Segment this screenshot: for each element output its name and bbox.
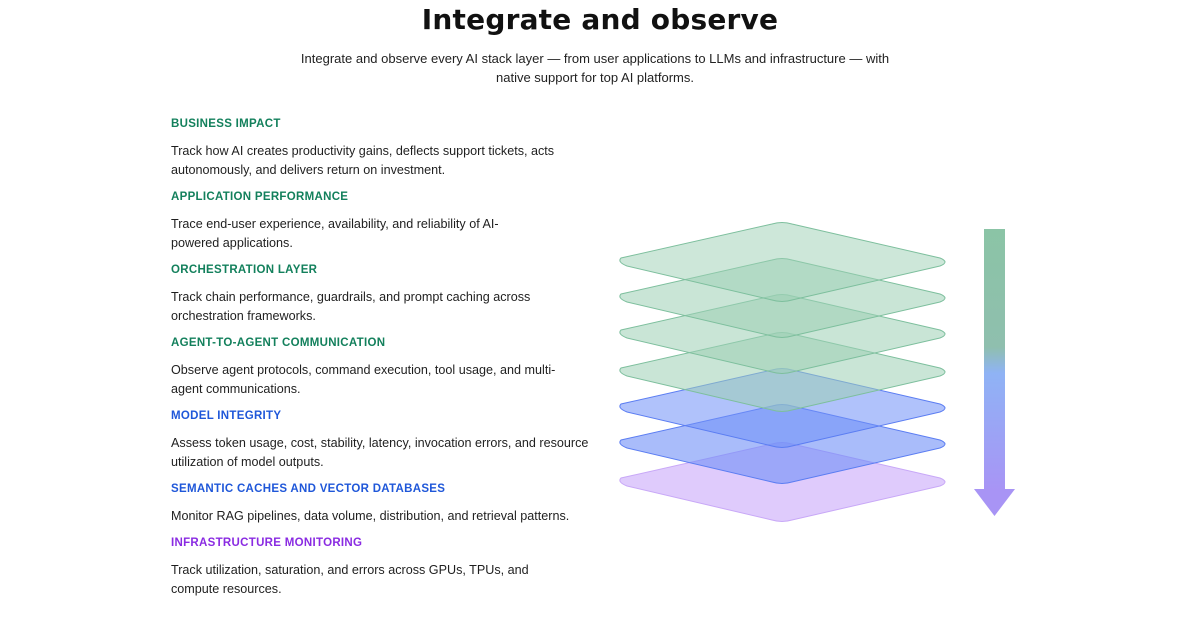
section-text: Track how AI creates productivity gains,… bbox=[171, 144, 555, 177]
section-text: Trace end-user experience, availability,… bbox=[171, 217, 499, 250]
section-heading: BUSINESS IMPACT bbox=[171, 118, 281, 130]
section-model-integrity: MODEL INTEGRITY Assess token usage, cost… bbox=[171, 408, 591, 472]
arrow-shaft-icon bbox=[984, 229, 1005, 491]
section-orchestration-layer: ORCHESTRATION LAYER Track chain performa… bbox=[171, 262, 591, 326]
section-text: Assess token usage, cost, stability, lat… bbox=[171, 436, 589, 469]
layer-application-icon bbox=[619, 258, 946, 338]
section-semantic-caches: SEMANTIC CACHES AND VECTOR DATABASES Mon… bbox=[171, 481, 591, 526]
page-subtitle: Integrate and observe every AI stack lay… bbox=[300, 51, 890, 85]
section-text: Observe agent protocols, command executi… bbox=[171, 363, 556, 396]
layer-infrastructure-icon bbox=[619, 442, 946, 522]
layer-business-icon bbox=[619, 222, 946, 302]
section-agent-communication: AGENT-TO-AGENT COMMUNICATION Observe age… bbox=[171, 335, 591, 399]
section-heading: MODEL INTEGRITY bbox=[171, 410, 282, 422]
section-text: Monitor RAG pipelines, data volume, dist… bbox=[171, 509, 570, 523]
layer-list: BUSINESS IMPACT Track how AI creates pro… bbox=[171, 116, 591, 608]
section-heading: APPLICATION PERFORMANCE bbox=[171, 191, 349, 203]
section-text: Track utilization, saturation, and error… bbox=[171, 563, 529, 596]
arrow-down-icon bbox=[974, 489, 1015, 516]
section-infrastructure-monitoring: INFRASTRUCTURE MONITORING Track utilizat… bbox=[171, 535, 591, 599]
section-heading: AGENT-TO-AGENT COMMUNICATION bbox=[171, 337, 386, 349]
section-heading: INFRASTRUCTURE MONITORING bbox=[171, 537, 363, 549]
layer-orchestration-icon bbox=[619, 294, 946, 374]
layer-semantic-caches-icon bbox=[619, 404, 946, 484]
layer-model-integrity-icon bbox=[619, 368, 946, 448]
section-business-impact: BUSINESS IMPACT Track how AI creates pro… bbox=[171, 116, 591, 180]
section-application-performance: APPLICATION PERFORMANCE Trace end-user e… bbox=[171, 189, 591, 253]
page-title: Integrate and observe bbox=[421, 3, 779, 36]
section-heading: ORCHESTRATION LAYER bbox=[171, 264, 318, 276]
layer-agent-communication-icon bbox=[619, 332, 946, 412]
section-text: Track chain performance, guardrails, and… bbox=[171, 290, 531, 323]
section-heading: SEMANTIC CACHES AND VECTOR DATABASES bbox=[171, 483, 446, 495]
